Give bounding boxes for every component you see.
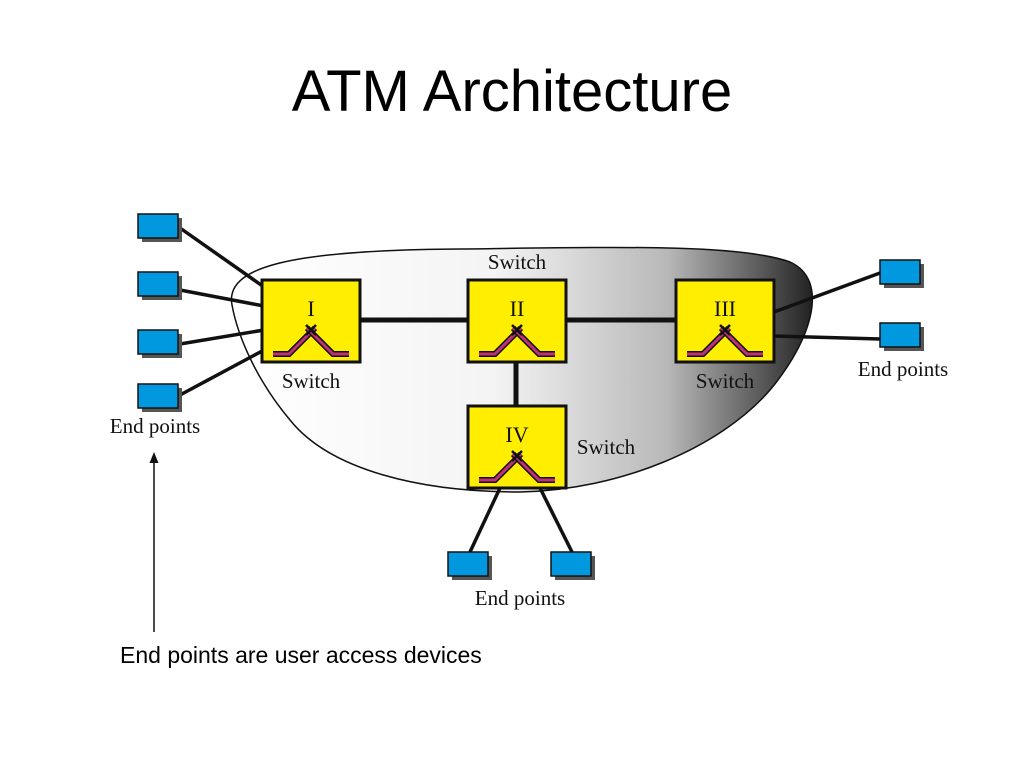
switch-label-II: Switch	[488, 250, 547, 274]
endpoints-bottom	[447, 551, 595, 580]
endpoints-label-bottom: End points	[475, 586, 565, 610]
endpoint-device-icon	[137, 271, 182, 300]
switch-I-numeral: I	[307, 296, 314, 321]
atm-network-cloud	[230, 246, 813, 493]
endpoint-device-icon	[879, 259, 924, 288]
endpoint-device-icon	[550, 551, 595, 580]
crossconnect-icon	[479, 450, 555, 483]
switch-label-I: Switch	[282, 369, 341, 393]
trunk-links	[360, 317, 676, 406]
endpoint-device-icon	[137, 383, 182, 412]
switch-II-numeral: II	[510, 296, 525, 321]
endpoints-right	[879, 259, 924, 351]
switch-label-IV: Switch	[577, 435, 636, 459]
crossconnect-icon	[479, 324, 555, 357]
switch-IV-numeral: IV	[505, 422, 528, 447]
endpoints-caption: End points are user access devices	[120, 642, 482, 668]
endpoint-device-icon	[137, 213, 182, 242]
access-links	[178, 226, 881, 553]
slide-title: ATM Architecture	[291, 59, 733, 124]
endpoint-device-icon	[447, 551, 492, 580]
endpoint-device-icon	[879, 322, 924, 351]
switch-I: I	[260, 278, 362, 364]
switch-III-numeral: III	[714, 296, 736, 321]
crossconnect-icon	[687, 324, 763, 357]
endpoint-device-icon	[137, 329, 182, 358]
endpoints-left	[137, 213, 182, 412]
switch-label-III: Switch	[696, 369, 755, 393]
switch-IV: IV	[466, 404, 568, 490]
switch-III: III	[674, 278, 776, 364]
crossconnect-icon	[273, 324, 349, 357]
switch-II: II	[466, 278, 568, 364]
up-arrow-icon	[149, 452, 159, 632]
endpoints-label-left: End points	[110, 414, 200, 438]
endpoints-label-right: End points	[858, 357, 948, 381]
